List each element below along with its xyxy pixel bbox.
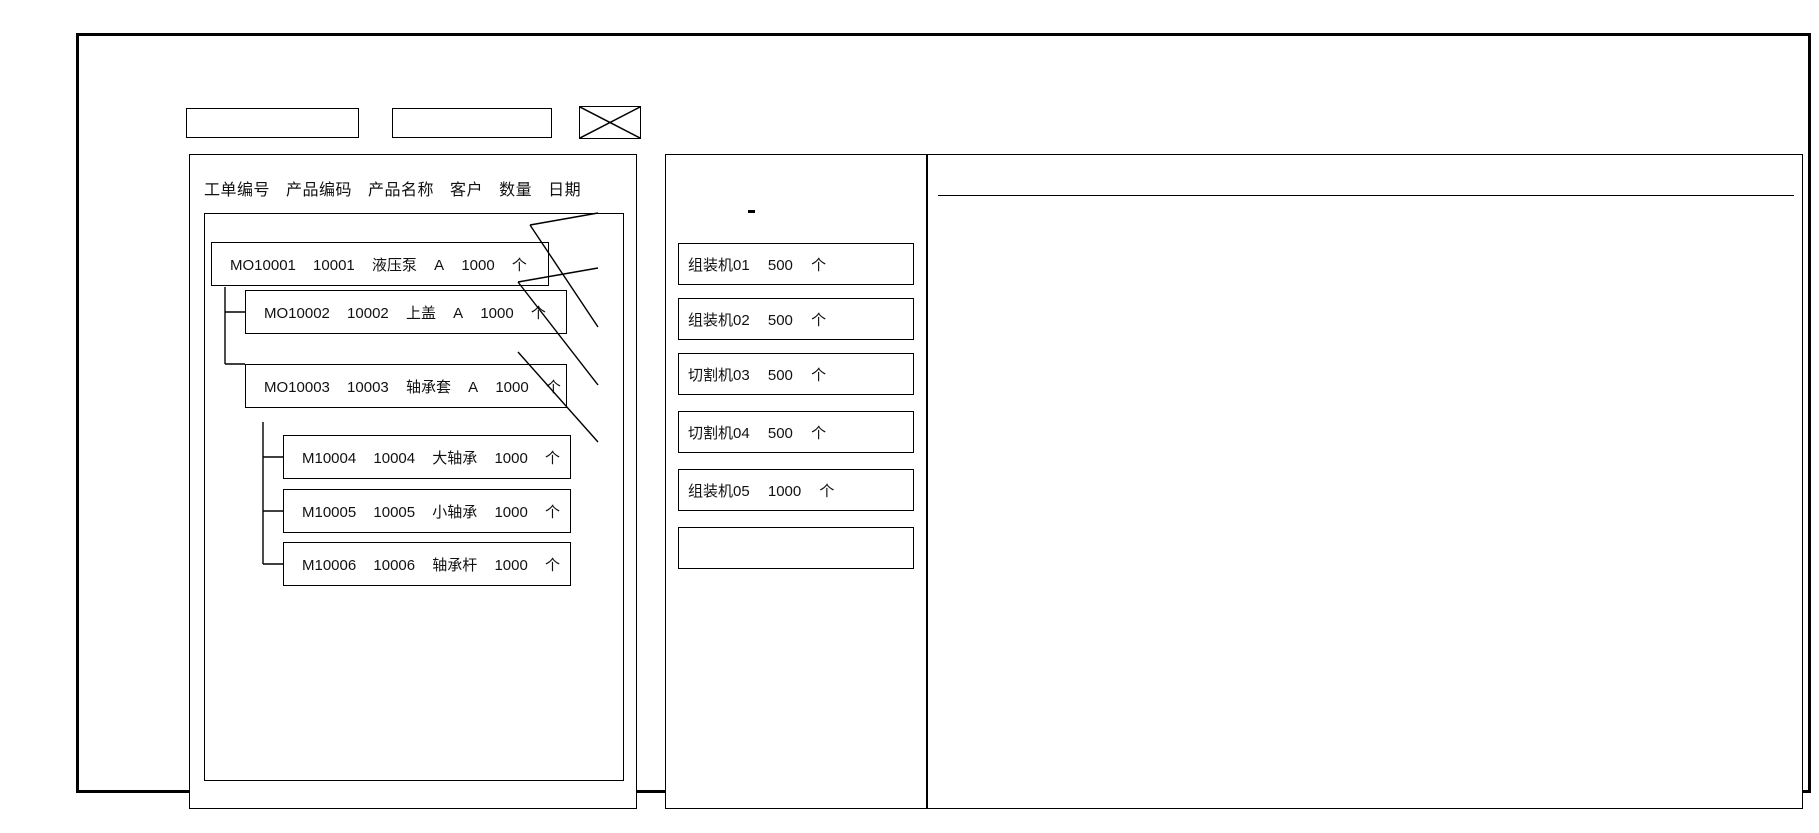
cell-unit: 个 [530,304,546,322]
toolbar-input-b[interactable] [392,108,552,138]
cell-unit: 个 [545,503,561,521]
machine-name: 组装机05 [688,482,750,500]
machine-name: 切割机03 [688,366,750,384]
work-order-table-header: 工单编号 产品编码 产品名称 客户 数量 日期 [204,175,624,201]
toolbar-input-a[interactable] [186,108,359,138]
cell-order-no: MO10003 [264,378,330,396]
cell-unit: 个 [511,256,527,274]
cell-product-name: 液压泵 [371,256,417,274]
cell-product-name: 上盖 [405,304,436,322]
dash-marker-icon [748,210,755,213]
detail-panel-divider [938,195,1794,196]
machine-quantity: 1000 [767,482,802,500]
detail-panel [927,154,1803,809]
machine-name: 切割机04 [688,424,750,442]
cell-order-no: M10006 [302,556,357,574]
column-header-product-name: 产品名称 [368,182,435,199]
work-order-row[interactable]: MO10003 10003 轴承套 A 1000 个 [245,364,567,408]
work-order-row[interactable]: MO10001 10001 液压泵 A 1000 个 [211,242,549,286]
machine-box[interactable]: 组装机02 500 个 [678,298,914,340]
machine-name: 组装机01 [688,256,750,274]
column-header-product-code: 产品编码 [286,182,353,199]
cell-quantity: 1000 [461,256,495,274]
machine-unit: 个 [819,482,835,500]
machine-box[interactable]: 组装机01 500 个 [678,243,914,285]
column-header-customer: 客户 [450,182,484,199]
work-order-row[interactable]: M10005 10005 小轴承 1000 个 [283,489,571,533]
column-header-quantity: 数量 [499,182,533,199]
cell-product-name: 大轴承 [432,449,478,467]
cell-unit: 个 [545,378,561,396]
machine-quantity: 500 [767,256,793,274]
machine-name: 组装机02 [688,311,750,329]
cell-quantity: 1000 [480,304,514,322]
cell-order-no: M10005 [302,503,357,521]
machine-box-empty[interactable] [678,527,914,569]
application-window: 工单编号 产品编码 产品名称 客户 数量 日期 MO10001 [76,33,1811,809]
work-order-panel: 工单编号 产品编码 产品名称 客户 数量 日期 MO10001 [189,154,637,809]
cell-quantity: 1000 [494,503,528,521]
cell-customer: A [434,256,445,274]
cell-unit: 个 [545,556,561,574]
cell-quantity: 1000 [494,449,528,467]
column-header-date: 日期 [548,182,582,199]
cell-product-code: 10003 [347,378,389,396]
cell-product-code: 10005 [373,503,416,521]
machine-unit: 个 [811,311,827,329]
machine-box[interactable]: 切割机04 500 个 [678,411,914,453]
cell-quantity: 1000 [495,378,529,396]
cell-product-code: 10001 [313,256,355,274]
machine-quantity: 500 [767,311,793,329]
cell-product-code: 10004 [373,449,416,467]
column-header-order-no: 工单编号 [204,182,271,199]
work-order-tree: MO10001 10001 液压泵 A 1000 个 MO10002 10002… [204,213,624,781]
machine-box[interactable]: 切割机03 500 个 [678,353,914,395]
machine-quantity: 500 [767,424,793,442]
cell-unit: 个 [545,449,561,467]
crossed-box-icon[interactable] [579,106,641,139]
machine-unit: 个 [811,256,827,274]
machine-unit: 个 [811,424,827,442]
cell-product-name: 小轴承 [432,503,478,521]
cell-order-no: MO10002 [264,304,330,322]
machine-schedule-panel: 组装机01 500 个 组装机02 500 个 切割机03 500 个 切割机0… [665,154,927,809]
cell-order-no: M10004 [302,449,357,467]
machine-unit: 个 [811,366,827,384]
cell-product-name: 轴承套 [405,378,451,396]
cell-product-code: 10002 [347,304,389,322]
machine-box[interactable]: 组装机05 1000 个 [678,469,914,511]
cell-order-no: MO10001 [230,256,296,274]
cell-product-code: 10006 [373,556,416,574]
toolbar [79,36,1808,139]
work-order-row[interactable]: M10006 10006 轴承杆 1000 个 [283,542,571,586]
cell-customer: A [468,378,479,396]
machine-quantity: 500 [767,366,793,384]
cell-product-name: 轴承杆 [432,556,478,574]
cell-customer: A [453,304,464,322]
cell-quantity: 1000 [494,556,528,574]
work-order-row[interactable]: M10004 10004 大轴承 1000 个 [283,435,571,479]
work-order-row[interactable]: MO10002 10002 上盖 A 1000 个 [245,290,567,334]
